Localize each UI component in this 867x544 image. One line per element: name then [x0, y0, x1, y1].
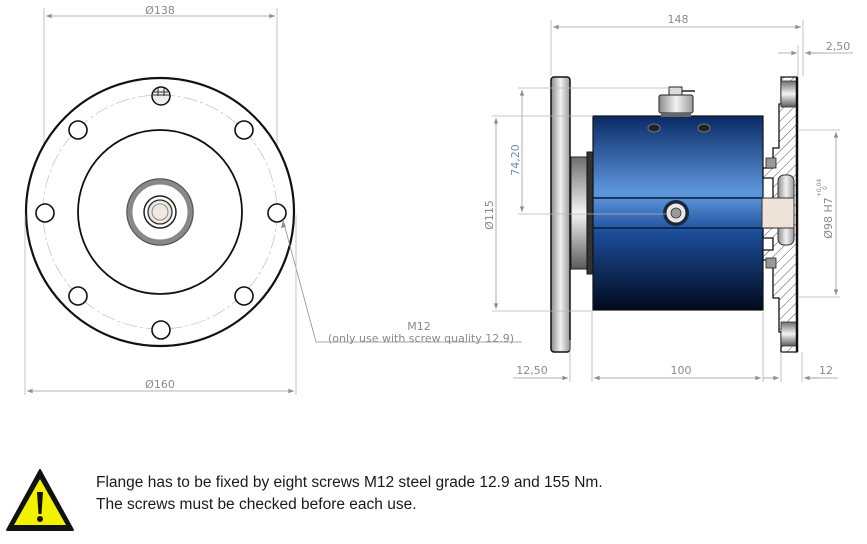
warning-note: Flange has to be fixed by eight screws M… [96, 472, 603, 516]
warning-line-2: The screws must be checked before each u… [96, 496, 417, 513]
dim-diameter-115: Ø115 [483, 200, 496, 230]
dim-bore-tol-upper: +0,04 [816, 179, 823, 198]
front-view: Ø138 [24, 4, 522, 395]
dim-diameter-160: Ø160 [145, 378, 175, 391]
dim-bore-tol-lower: 0 [822, 186, 829, 190]
connector-top [151, 86, 171, 106]
dim-body-length-100: 100 [671, 364, 692, 377]
dim-bore-98-h7: Ø98 H7 [822, 197, 835, 238]
dim-height-74-20: 74,20 [509, 144, 522, 176]
warning-line-1: Flange has to be fixed by eight screws M… [96, 474, 603, 491]
side-view: 148 2,50 [483, 13, 853, 382]
dim-length-148: 148 [668, 13, 689, 26]
dim-diameter-138: Ø138 [145, 4, 175, 17]
bolt-holes [35, 120, 287, 340]
dim-right-flange-12: 12 [819, 364, 833, 377]
warning-triangle-icon [6, 469, 74, 531]
callout-screw-quality: (only use with screw quality 12.9) [328, 332, 514, 345]
dim-left-flange-12-50: 12,50 [516, 364, 548, 377]
connector-side [658, 86, 695, 117]
dim-offset-2-50: 2,50 [826, 40, 851, 53]
callout-m12: M12 [407, 320, 431, 333]
